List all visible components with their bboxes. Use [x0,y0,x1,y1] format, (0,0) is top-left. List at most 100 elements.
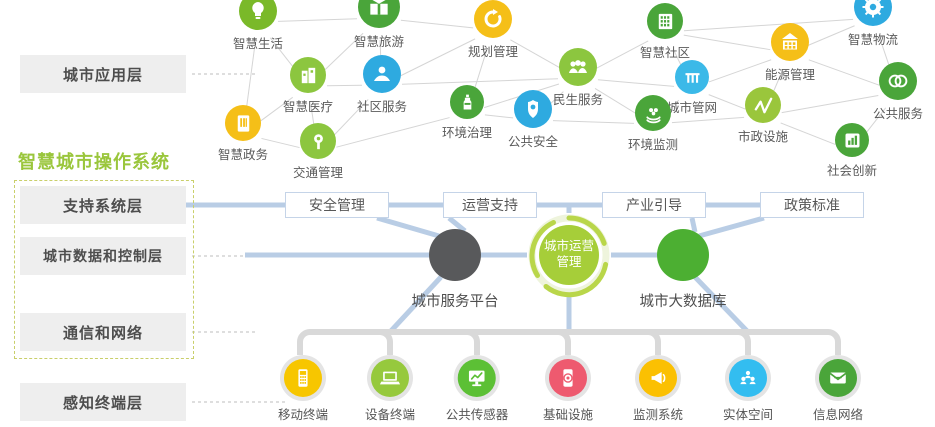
app-node-智慧社区[interactable]: 智慧社区 [640,3,690,61]
terminal-label: 基础设施 [542,408,594,422]
layer-label-text: 城市数据和控制层 [43,248,163,264]
monitor-chart-icon [469,370,485,387]
app-node-环境监测[interactable]: 环境监测 [628,95,678,153]
app-node-环境治理[interactable]: 环境治理 [442,85,492,141]
terminal-移动终端[interactable]: 移动终端 [278,355,328,423]
app-node-能源管理[interactable]: 能源管理 [765,23,815,83]
terminal-circle [638,359,677,397]
app-node-circle [834,123,869,157]
app-node-circle [853,0,892,26]
app-node-circle [449,85,484,119]
support-box-产业引导[interactable]: 产业引导 [602,192,706,218]
terminal-circle [548,359,587,397]
app-node-circle [878,62,917,100]
app-node-circle [513,90,552,128]
os-title: 智慧城市操作系统 [18,152,170,172]
terminal-基础设施[interactable]: 基础设施 [543,355,593,423]
app-node-公共服务[interactable]: 公共服务 [873,62,923,122]
terminal-公共传感器[interactable]: 公共传感器 [446,355,508,423]
terminal-label: 实体空间 [722,408,774,422]
hub-城市大数据库[interactable] [657,229,709,281]
app-node-市政设施[interactable]: 市政设施 [738,87,788,145]
terminal-监测系统[interactable]: 监测系统 [633,355,683,423]
terminal-信息网络[interactable]: 信息网络 [813,355,863,423]
layer-label-text: 支持系统层 [62,197,143,215]
app-node-label: 智慧生活 [232,37,284,51]
app-node-label: 公共服务 [872,107,924,121]
terminal-circle [283,359,322,397]
laptop-icon [379,371,401,385]
core-label-line1: 城市运营 [543,239,594,254]
app-node-circle [473,0,512,38]
terminal-circle [370,359,409,397]
terminal-label: 信息网络 [812,408,864,422]
support-box-label: 运营支持 [462,197,518,213]
app-node-label: 环境监测 [627,138,679,152]
support-box-运营支持[interactable]: 运营支持 [443,192,537,218]
app-node-label: 城市管网 [666,101,718,115]
support-box-安全管理[interactable]: 安全管理 [285,192,389,218]
layer-label-3: 城市数据和控制层 [20,237,186,275]
core-disc: 城市运营 管理 [539,225,599,285]
app-node-circle [744,87,781,123]
app-node-智慧政务[interactable]: 智慧政务 [218,105,268,163]
app-node-民生服务[interactable]: 民生服务 [553,48,603,108]
app-node-circle [646,3,683,39]
app-node-智慧旅游[interactable]: 智慧旅游 [354,0,404,50]
app-node-规划管理[interactable]: 规划管理 [468,0,518,60]
envelope-icon [829,372,847,384]
terminal-实体空间[interactable]: 实体空间 [723,355,773,423]
app-node-label: 交通管理 [292,166,344,180]
terminal-label: 移动终端 [277,408,329,422]
chart-line-icon [754,97,772,113]
app-node-label: 社区服务 [356,100,408,114]
terminal-halo [724,355,771,401]
app-node-circle [634,95,671,131]
terminal-circle [818,359,857,397]
app-node-label: 民生服务 [552,93,604,107]
hub-城市服务平台[interactable] [429,229,481,281]
city-operation-management-core[interactable]: 城市运营 管理 [526,212,612,298]
pipeline-icon [684,72,699,83]
shield-icon [527,100,538,118]
app-node-公共安全[interactable]: 公共安全 [508,90,558,150]
energy-icon [781,33,798,50]
smartphone-icon [563,369,573,387]
support-box-label: 政策标准 [784,197,840,213]
app-node-城市管网[interactable]: 城市管网 [667,60,717,116]
terminal-halo [453,355,500,401]
smart-city-os-frame [14,180,194,359]
core-ring-icon [528,214,610,298]
app-node-label: 智慧物流 [847,33,899,47]
app-node-智慧医疗[interactable]: 智慧医疗 [283,57,333,115]
group-people-icon [740,370,756,385]
app-node-label: 规划管理 [467,45,519,59]
building-icon [658,13,672,29]
app-node-社会创新[interactable]: 社会创新 [827,123,877,179]
app-node-社区服务[interactable]: 社区服务 [357,55,407,115]
app-node-交通管理[interactable]: 交通管理 [293,123,343,181]
terminal-设备终端[interactable]: 设备终端 [365,355,415,423]
terminal-halo [814,355,861,401]
terminal-label: 设备终端 [364,408,416,422]
terminal-circle [728,359,767,397]
terminal-halo [634,355,681,401]
support-box-政策标准[interactable]: 政策标准 [760,192,864,218]
app-node-circle [770,23,809,61]
layer-label-text: 感知终端层 [62,394,143,412]
app-node-智慧生活[interactable]: 智慧生活 [233,0,283,52]
layer-label-5: 感知终端层 [20,383,186,421]
app-node-智慧物流[interactable]: 智慧物流 [848,0,898,48]
app-node-circle [362,55,401,93]
megaphone-icon [651,372,666,384]
app-node-circle [238,0,277,30]
hospital-icon [301,67,315,83]
layer-label-1: 城市应用层 [20,55,186,93]
terminal-halo [544,355,591,401]
core-label-line2: 管理 [556,255,582,269]
app-node-label: 社会创新 [826,164,878,178]
app-node-circle [289,57,326,93]
app-node-label: 公共安全 [507,135,559,149]
app-node-circle [674,60,709,94]
